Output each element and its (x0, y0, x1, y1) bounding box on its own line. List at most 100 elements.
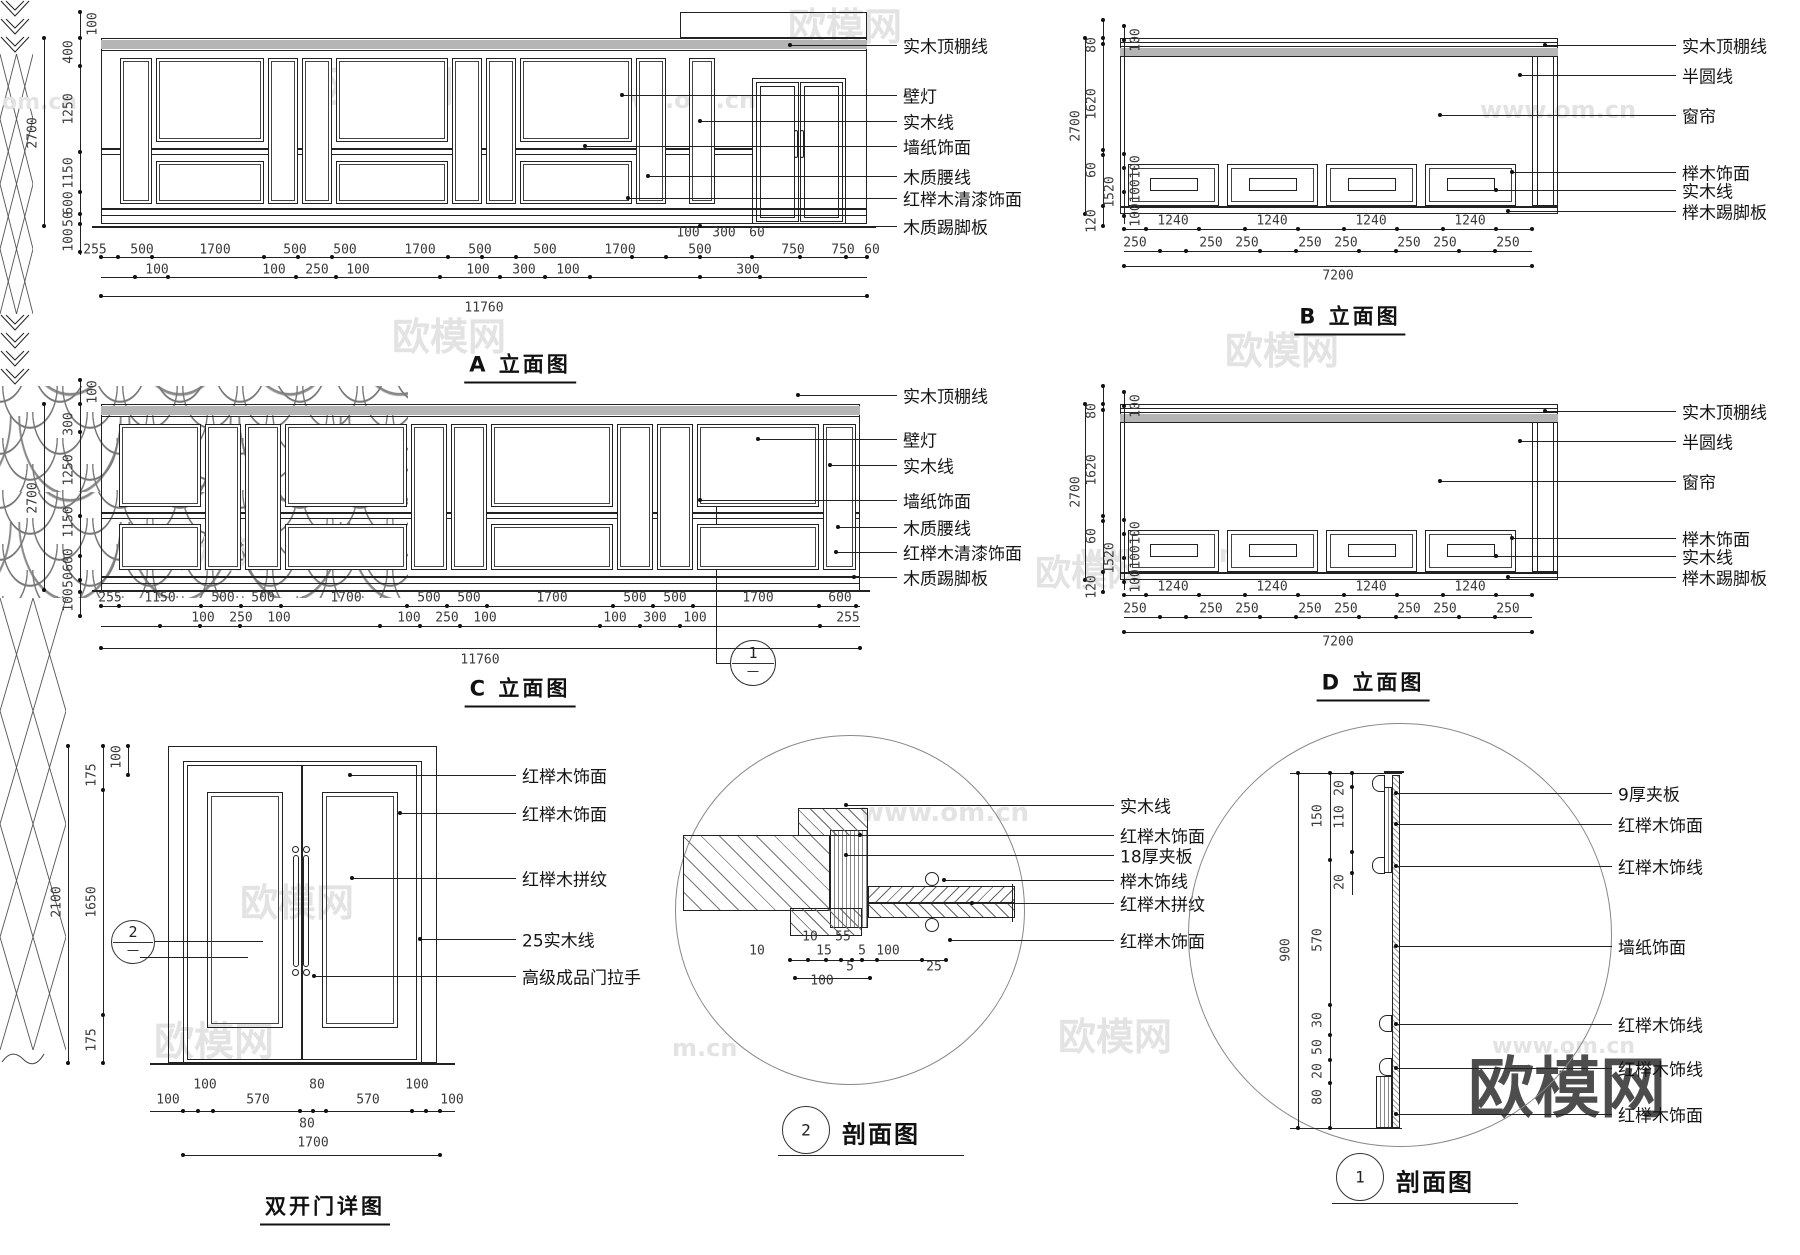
watermark-brand: 欧模网 (788, 5, 903, 49)
dimension-tick (1122, 518, 1126, 522)
door-leaf (302, 765, 417, 1060)
dimension-tick (99, 294, 103, 298)
dimension-tick (920, 958, 924, 962)
dimension-text: 500 (457, 590, 481, 606)
bench-panel-inner (1330, 534, 1413, 568)
dimension-text: 100 (683, 610, 707, 626)
annotation-label: 榉木踢脚板 (1682, 203, 1767, 224)
section-1-circle (1188, 723, 1612, 1147)
wall-panel (617, 424, 653, 570)
annotation-label: 红榉木饰线 (1618, 1016, 1703, 1037)
dimension-tick (1457, 249, 1461, 253)
drawing-line (1120, 213, 1558, 214)
annotation-label: 榉木饰面 (1682, 530, 1750, 551)
dimension-tick (1122, 166, 1126, 170)
dimension-tick (844, 803, 848, 807)
dimension-tick (796, 393, 800, 397)
dimension-text: 1650 (84, 886, 100, 918)
dimension-tick (78, 222, 82, 226)
wall-panel-inner (494, 427, 610, 504)
drawing-line (101, 404, 860, 405)
wall-panel-inner (288, 527, 404, 567)
dimension-text: 100 (1128, 521, 1144, 545)
dimension-tick (42, 36, 46, 40)
dimension-tick (78, 402, 82, 406)
wall-panel (411, 424, 447, 570)
wall-panel (823, 424, 856, 570)
annotation-label: 红榉木饰面 (1618, 1106, 1703, 1127)
dimension-tick (691, 604, 695, 608)
dimension-text: 255 (83, 242, 107, 258)
dimension-tick (1494, 227, 1498, 231)
plywood-strip (1384, 787, 1392, 873)
wall-panel (486, 58, 516, 204)
drawing-line (1396, 824, 1612, 825)
dimension-text: 120 (1084, 575, 1100, 599)
drawing-line (352, 878, 516, 879)
dimension-text: 300 (643, 610, 667, 626)
bench-panel (1326, 530, 1417, 572)
bench-panel-inner (1429, 534, 1512, 568)
wall-panel (205, 424, 241, 570)
annotation-label: 红榉木拼纹 (1120, 895, 1205, 916)
door-panel-lattice (0, 53, 34, 185)
wall-panel-inner (523, 61, 629, 139)
dimension-text: 1150 (61, 506, 77, 538)
dimension-tick (1441, 593, 1445, 597)
dimension-text: 100 (876, 943, 900, 959)
annotation-label: 壁灯 (903, 87, 937, 108)
dimension-tick (858, 646, 862, 650)
dimension-text: 5 (858, 943, 866, 959)
wall-panel (689, 58, 715, 204)
dimension-tick (99, 255, 103, 259)
dimension-text: 250 (1298, 235, 1322, 251)
dimension-text: 100 (1128, 155, 1144, 179)
dimension-tick (651, 604, 655, 608)
bottom-molding-section (790, 908, 862, 936)
wall-panel (336, 58, 448, 142)
dimension-text: 100 (1128, 545, 1144, 569)
watermark-brand: 欧模网 (154, 1019, 274, 1065)
dimension-tick (865, 294, 869, 298)
door-cut-callout: 2 (111, 920, 155, 964)
annotation-label: 红榉木饰线 (1618, 858, 1703, 879)
wall-panel-inner (208, 427, 238, 567)
bench-panel (1227, 164, 1318, 206)
drawing-line (101, 648, 860, 649)
drawing-line (1537, 56, 1538, 206)
drawing-line (1396, 793, 1612, 794)
dimension-text: 1250 (61, 454, 77, 486)
dimension-tick (788, 958, 792, 962)
bench-panel-inner (1132, 168, 1215, 202)
dimension-tick (1357, 249, 1361, 253)
dimension-text: 750 (831, 242, 855, 258)
dimension-tick (1328, 1033, 1332, 1037)
dimension-tick (1184, 249, 1188, 253)
dimension-tick (405, 604, 409, 608)
dimension-tick (1494, 554, 1498, 558)
drawing-line (101, 148, 752, 150)
dimension-text: 1700 (536, 590, 568, 606)
dimension-tick (398, 811, 402, 815)
dimension-text: 100 (603, 610, 627, 626)
dimension-text: 250 (1298, 601, 1322, 617)
dimension-tick (78, 554, 82, 558)
dimension-tick (78, 10, 82, 14)
annotation-label: 9厚夹板 (1618, 785, 1680, 806)
bench-panel-inner (1330, 168, 1413, 202)
dimension-tick (1394, 1066, 1398, 1070)
dimension-tick (445, 604, 449, 608)
drawing-line (854, 577, 897, 578)
dimension-tick (698, 119, 702, 123)
annotation-label: 红榉木清漆饰面 (903, 544, 1022, 565)
bench-panel (1227, 530, 1318, 572)
dimension-tick (66, 744, 70, 748)
dimension-text: 1240 (1157, 579, 1189, 595)
dimension-tick (756, 437, 760, 441)
drawing-line (1120, 572, 1558, 574)
dimension-tick (1296, 1126, 1300, 1130)
dimension-text: 25 (926, 959, 942, 975)
dimension-tick (942, 878, 946, 882)
dimension-tick (485, 604, 489, 608)
drawing-line (101, 38, 867, 39)
